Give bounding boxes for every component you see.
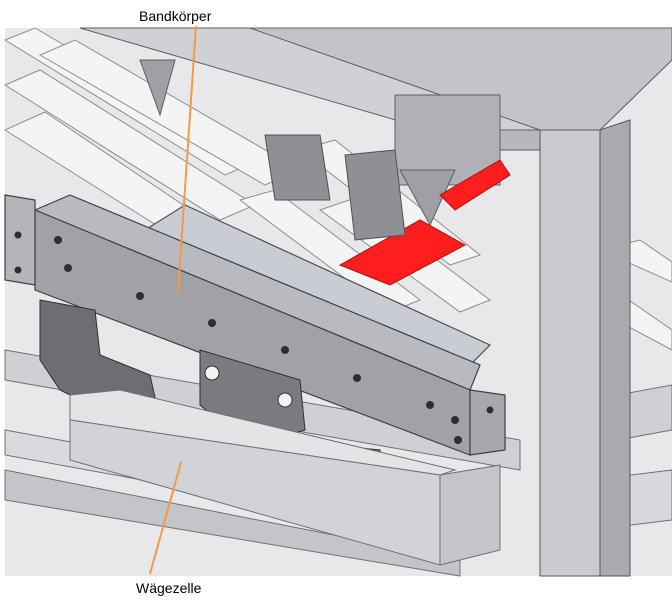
- band-body: [4, 194, 506, 456]
- callout-line-load-cell: [149, 461, 182, 575]
- load-cell: [69, 389, 501, 566]
- band-body-bolts: [14, 231, 494, 444]
- rear-bracket: [264, 134, 406, 241]
- bracket-holes: [204, 365, 293, 408]
- label-band-body: Bandkörper: [139, 8, 212, 24]
- label-load-cell: Wägezelle: [136, 580, 202, 596]
- vertical-column: [539, 119, 631, 577]
- red-belt: [338, 159, 511, 286]
- callout-line-band-body: [177, 25, 197, 293]
